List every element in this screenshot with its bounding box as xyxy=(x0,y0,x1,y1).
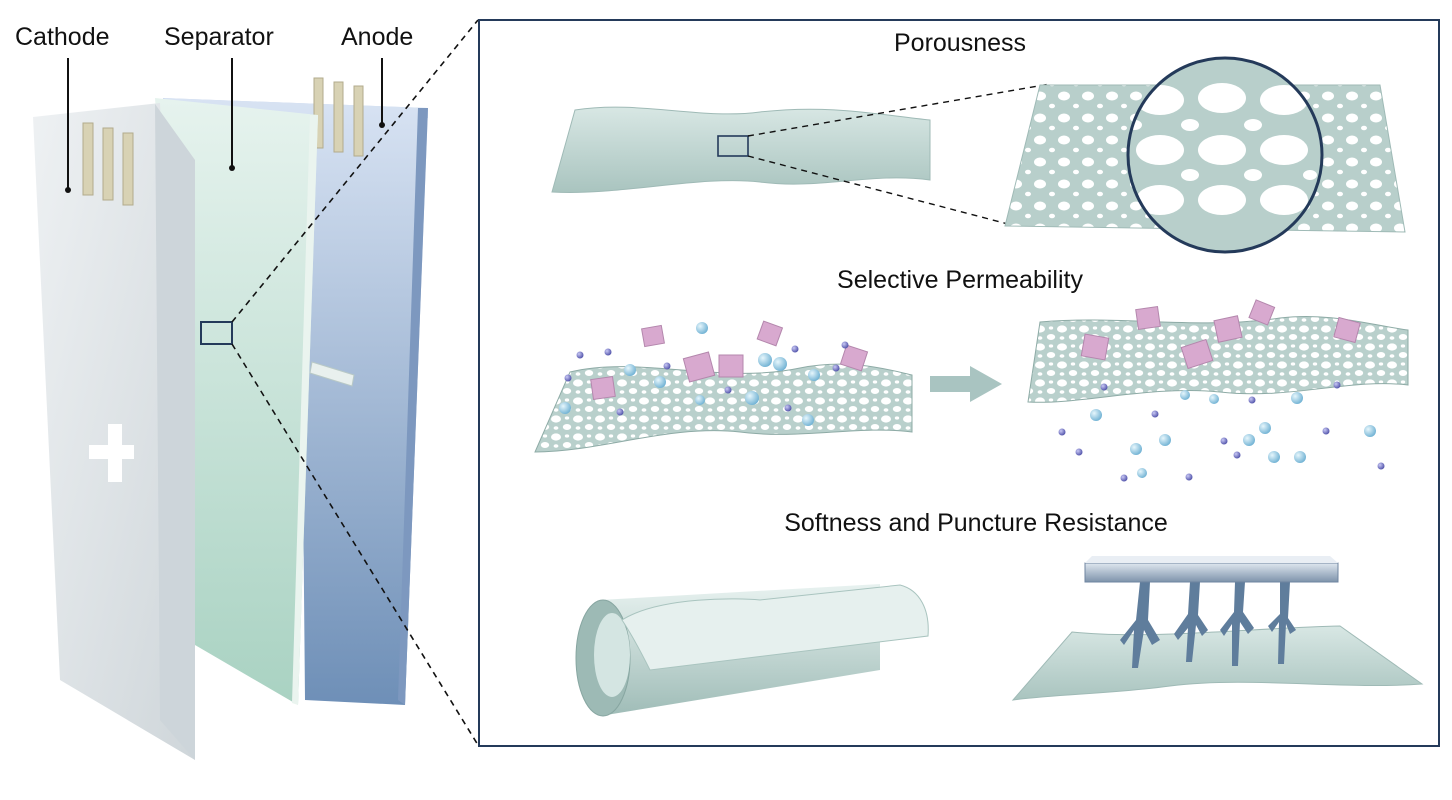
porous-zoom-lines xyxy=(747,83,1051,225)
separator-label: Separator xyxy=(164,23,274,51)
selective-membrane-before xyxy=(534,320,913,453)
large-particles-before xyxy=(590,320,869,400)
dendrites xyxy=(1120,582,1296,668)
plus-icon xyxy=(89,424,134,482)
separator-edge xyxy=(292,115,318,705)
rolled-membrane xyxy=(575,584,929,717)
selective-permeability-title: Selective Permeability xyxy=(837,266,1083,294)
anode-label: Anode xyxy=(341,23,413,51)
separator-bar xyxy=(309,361,355,387)
anode-plate xyxy=(163,98,428,705)
porous-zoom-box xyxy=(717,135,749,157)
porous-membrane-magnified xyxy=(1004,56,1406,254)
arrow-icon xyxy=(930,366,1002,402)
cathode-label: Cathode xyxy=(15,23,110,51)
porousness-title: Porousness xyxy=(894,29,1026,57)
small-ions-after xyxy=(1090,390,1376,478)
large-particles-after xyxy=(1080,299,1361,370)
puncture-resistance-membrane xyxy=(1011,556,1424,701)
small-ions-before xyxy=(559,322,820,426)
separator-sheet xyxy=(155,98,318,705)
softness-title: Softness and Puncture Resistance xyxy=(784,509,1168,537)
anode-side xyxy=(398,108,428,705)
magnifier-circle xyxy=(1126,56,1324,254)
cathode-plate-front xyxy=(155,104,195,760)
zoom-region-box xyxy=(200,321,233,345)
cathode-tabs xyxy=(82,122,134,206)
porous-membrane-sheet xyxy=(551,106,931,193)
selective-membrane-after xyxy=(1027,299,1409,482)
tiny-ions-after xyxy=(1058,381,1385,482)
top-plate xyxy=(1084,562,1339,583)
anode-tabs xyxy=(313,77,364,157)
zoom-lines xyxy=(231,19,479,746)
tiny-ions-before xyxy=(564,341,849,416)
battery-cell: Cathode Separator Anode xyxy=(15,23,428,760)
